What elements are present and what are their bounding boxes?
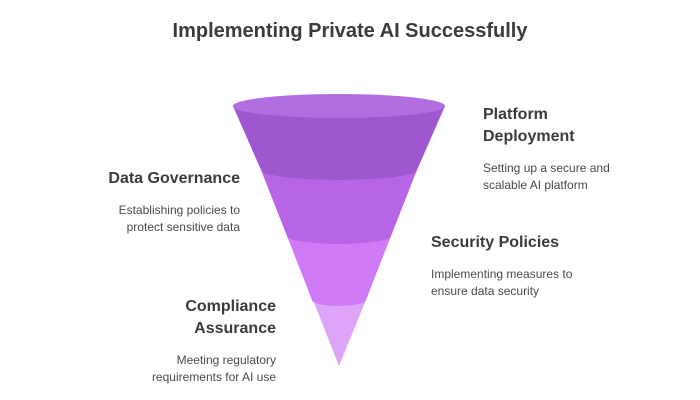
stage-description: Establishing policies to protect sensiti… bbox=[118, 203, 240, 234]
stage-description: Setting up a secure and scalable AI plat… bbox=[483, 161, 610, 192]
funnel-rim-platform-deployment bbox=[233, 94, 445, 118]
stage-heading: Compliance Assurance bbox=[185, 298, 276, 337]
funnel-segment-platform-deployment bbox=[233, 106, 445, 180]
stage-heading: Platform Deployment bbox=[483, 106, 575, 145]
diagram-title: Implementing Private AI Successfully bbox=[172, 20, 528, 42]
stage-label-platform-deployment: Platform Deployment Setting up a secure … bbox=[483, 104, 683, 194]
stage-label-compliance-assurance: Compliance Assurance Meeting regulatory … bbox=[76, 296, 276, 386]
stage-description: Meeting regulatory requirements for AI u… bbox=[151, 353, 276, 384]
funnel-segment-security-policies bbox=[287, 236, 391, 306]
stage-label-security-policies: Security Policies Implementing measures … bbox=[431, 232, 651, 300]
stage-label-data-governance: Data Governance Establishing policies to… bbox=[40, 168, 240, 236]
stage-heading: Data Governance bbox=[108, 170, 240, 187]
stage-description: Implementing measures to ensure data sec… bbox=[431, 267, 573, 298]
funnel-segment-compliance-assurance bbox=[313, 300, 366, 366]
stage-heading: Security Policies bbox=[431, 234, 560, 251]
funnel-segment-data-governance bbox=[261, 170, 417, 244]
